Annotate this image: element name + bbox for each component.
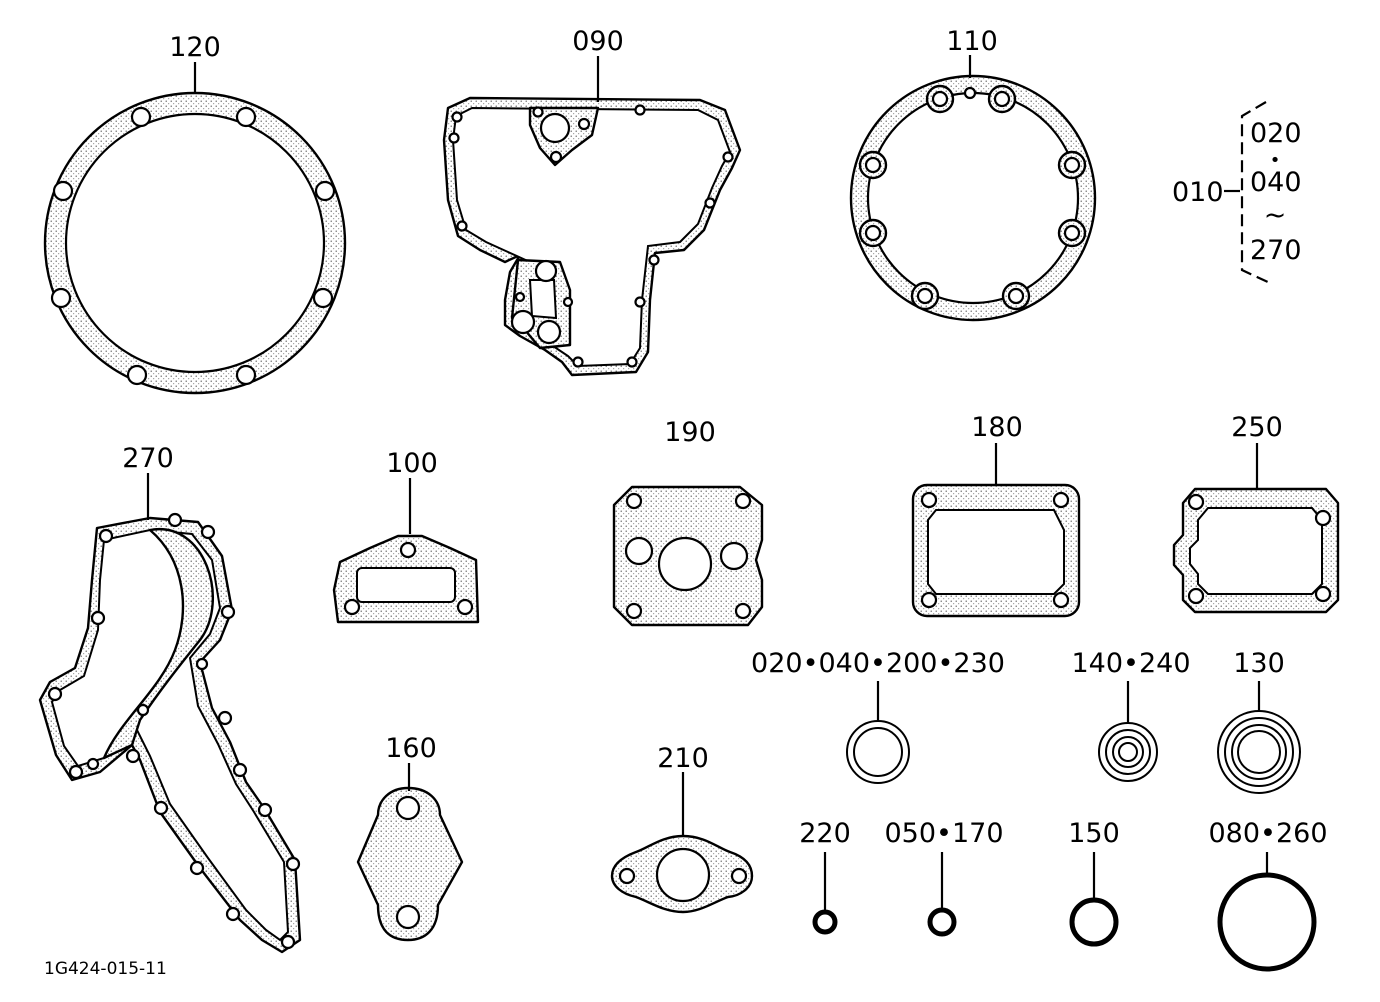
part-label-220: 220 — [799, 818, 851, 849]
gasket-210: 210 — [610, 743, 754, 914]
part-label-160: 160 — [385, 733, 437, 764]
gasket-100: 100 — [332, 448, 480, 624]
seal-130: 130 — [1217, 648, 1301, 794]
part-label-110: 110 — [946, 26, 998, 57]
part-label-250: 250 — [1231, 412, 1283, 443]
gasket-160: 160 — [356, 733, 464, 942]
drawing-code: 1G424-015-11 — [44, 959, 167, 979]
kit-range-040: 040 — [1250, 167, 1302, 198]
gasket-190: 190 — [612, 417, 764, 627]
part-label-180: 180 — [971, 412, 1023, 443]
part-label-270: 270 — [122, 443, 174, 474]
o-ring-220: 220 — [799, 818, 851, 935]
o-ring-150: 150 — [1068, 818, 1120, 947]
seal-140-240: 140•240 — [1072, 648, 1191, 782]
part-label-120: 120 — [169, 32, 221, 63]
part-label-050-170: 050•170 — [885, 818, 1004, 849]
gasket-090: 090 — [442, 26, 742, 377]
gasket-250: 250 — [1172, 412, 1340, 614]
part-label-020-040-200-230: 020•040•200•230 — [751, 648, 1005, 679]
kit-range-end-270: 270 — [1250, 235, 1302, 266]
seal-020-040-200-230: 020•040•200•230 — [751, 648, 1005, 784]
kit-range-tilde: ~ — [1264, 200, 1287, 231]
gasket-180: 180 — [911, 412, 1081, 618]
part-label-090: 090 — [572, 26, 624, 57]
part-label-130: 130 — [1233, 648, 1285, 679]
gasket-110: 110 — [849, 26, 1097, 322]
o-ring-080-260: 080•260 — [1209, 818, 1328, 972]
part-label-080-260: 080•260 — [1209, 818, 1328, 849]
part-label-150: 150 — [1068, 818, 1120, 849]
part-label-100: 100 — [386, 448, 438, 479]
part-label-010: 010 — [1172, 177, 1224, 208]
part-label-140-240: 140•240 — [1072, 648, 1191, 679]
kit-range-dot: • — [1270, 150, 1281, 171]
o-ring-050-170: 050•170 — [885, 818, 1004, 937]
kit-range-start-020: 020 — [1250, 118, 1302, 149]
part-label-210: 210 — [657, 743, 709, 774]
part-label-190: 190 — [664, 417, 716, 448]
kit-bracket-010: 010 020 • 040 ~ 270 — [1172, 101, 1302, 285]
gasket-120: 120 — [43, 32, 347, 395]
gasket-270: 270 — [38, 443, 302, 954]
